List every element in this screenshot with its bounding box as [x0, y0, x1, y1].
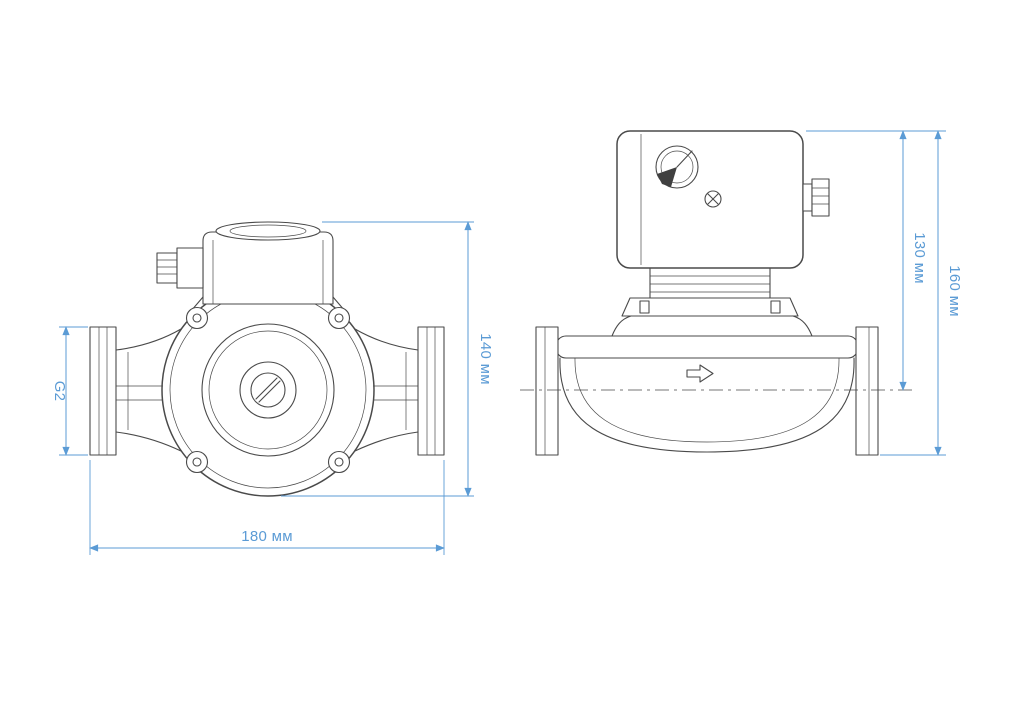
dimension-label-g2: G2 — [51, 381, 68, 402]
cable-gland-side — [802, 178, 830, 217]
dimension-140mm: 140 мм — [281, 221, 494, 497]
side-left-flange — [535, 326, 559, 456]
front-right-flange — [417, 326, 445, 456]
side-right-flange — [855, 326, 879, 456]
terminal-screw — [704, 190, 722, 208]
dimension-g2: G2 — [51, 326, 88, 456]
dimension-180mm: 180 мм — [89, 460, 445, 555]
motor-neck — [649, 267, 771, 299]
motor-head — [616, 130, 804, 269]
terminal-box — [202, 221, 334, 305]
dimension-label-140mm: 140 мм — [477, 333, 494, 385]
dimension-label-180mm: 180 мм — [241, 528, 293, 545]
dimension-label-130mm: 130 мм — [911, 232, 928, 284]
flange-bolts — [185, 306, 351, 474]
dimension-label-160mm: 160 мм — [946, 265, 963, 317]
pump-housing-side — [555, 315, 859, 453]
motor-flange-plate — [621, 297, 799, 317]
dimension-130mm: 130 мм — [806, 130, 946, 391]
cable-gland-front — [156, 247, 204, 289]
front-view — [89, 221, 445, 497]
side-view — [520, 130, 912, 456]
dimension-160mm: 160 мм — [880, 130, 963, 456]
front-left-flange — [89, 326, 117, 456]
selector-knob — [655, 145, 699, 189]
front-pump-body — [161, 283, 375, 497]
flow-arrow — [686, 364, 714, 383]
